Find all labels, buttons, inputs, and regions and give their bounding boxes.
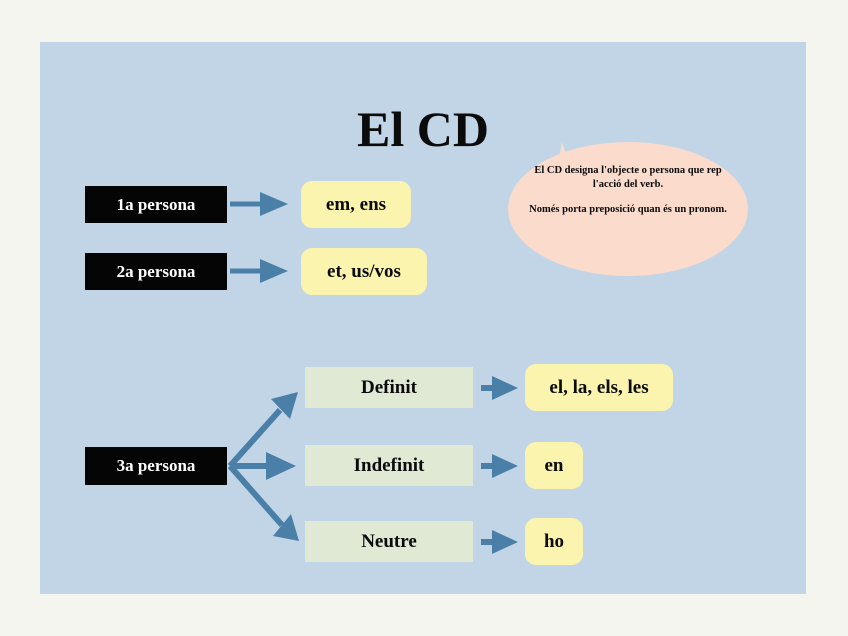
page-title: El CD	[357, 101, 489, 157]
speech-bubble	[508, 142, 748, 276]
node-indefinit[interactable]: Indefinit	[305, 445, 473, 486]
speech-bubble-paragraph-1: El CD designa l'objecte o persona que re…	[534, 165, 722, 191]
speech-bubble-text: El CD designa l'objecte o persona que re…	[520, 164, 736, 218]
node-neutre[interactable]: Neutre	[305, 521, 473, 562]
speech-bubble-paragraph-2: Només porta preposició quan és un pronom…	[529, 204, 727, 216]
node-indefinit-result[interactable]: en	[525, 442, 583, 489]
node-3a-persona[interactable]: 3a persona	[85, 447, 227, 485]
node-1a-persona-result[interactable]: em, ens	[301, 181, 411, 228]
arrow-3a-to-indefinit	[230, 452, 296, 480]
slide-panel: El CD	[40, 42, 806, 594]
arrow-2a-to-result	[230, 259, 288, 283]
arrow-1a-to-result	[230, 192, 288, 216]
node-neutre-result[interactable]: ho	[525, 518, 583, 565]
arrow-indefinit-to-result	[481, 454, 518, 478]
arrow-3a-to-definit	[227, 392, 298, 468]
arrow-neutre-to-result	[481, 530, 518, 554]
arrow-definit-to-result	[481, 376, 518, 400]
arrow-3a-to-neutre	[227, 464, 299, 541]
node-2a-persona[interactable]: 2a persona	[85, 253, 227, 290]
node-definit-result[interactable]: el, la, els, les	[525, 364, 673, 411]
node-definit[interactable]: Definit	[305, 367, 473, 408]
node-1a-persona[interactable]: 1a persona	[85, 186, 227, 223]
node-2a-persona-result[interactable]: et, us/vos	[301, 248, 427, 295]
